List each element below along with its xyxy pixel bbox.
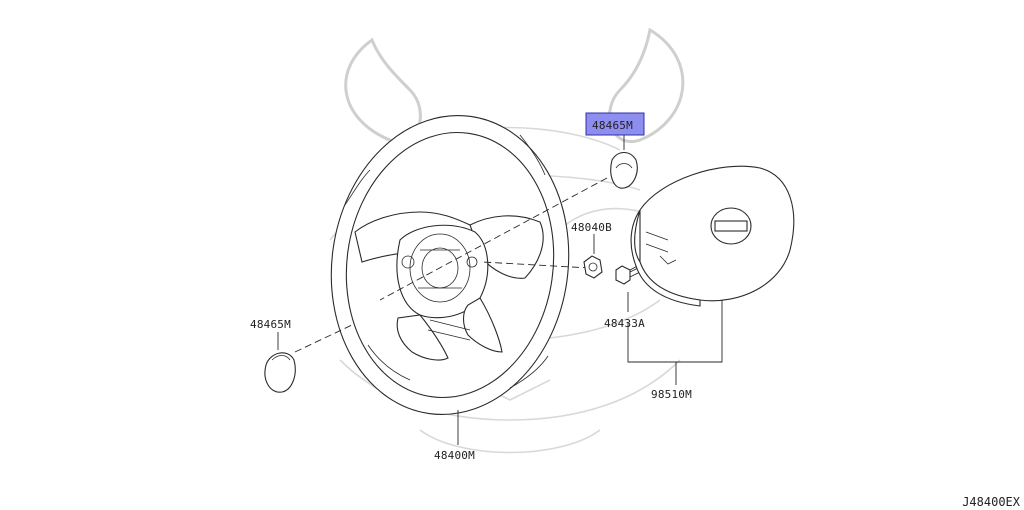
- cover-lower: [264, 332, 296, 393]
- nissan-logo-bar: [714, 220, 748, 232]
- airbag-module: [630, 165, 795, 307]
- label-98510m[interactable]: 98510M: [651, 388, 692, 401]
- bolt: [615, 265, 645, 312]
- assembly-line-upper: [379, 177, 608, 301]
- nut: [583, 234, 603, 279]
- assembly-line-nut: [481, 261, 591, 269]
- steering-wheel: [330, 115, 570, 445]
- highlight-box[interactable]: [585, 112, 645, 136]
- cover-upper: [610, 135, 638, 189]
- label-48465m-upper[interactable]: 48465M: [592, 119, 633, 132]
- label-48040b[interactable]: 48040B: [571, 221, 612, 234]
- label-48465m-lower[interactable]: 48465M: [250, 318, 291, 331]
- label-48433a[interactable]: 48433A: [604, 317, 645, 330]
- diagram-reference-code: J48400EX: [962, 495, 1021, 509]
- label-48400m[interactable]: 48400M: [434, 449, 475, 462]
- airbag-bracket: [627, 300, 723, 363]
